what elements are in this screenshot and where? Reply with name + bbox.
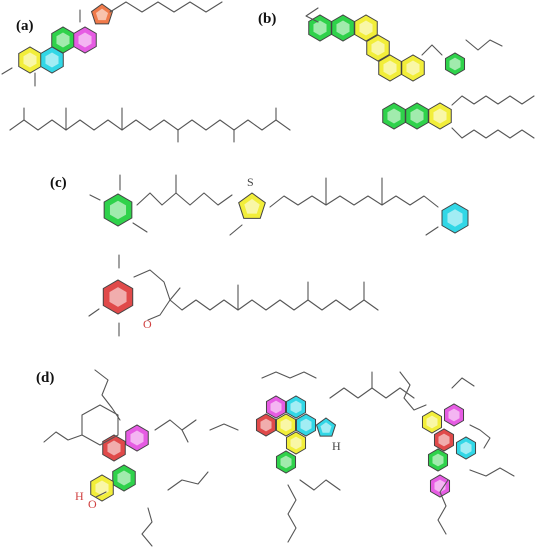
bond-c-toco-m2 [88,308,100,317]
chain-d1-bottom2 [141,507,153,547]
ring-b-5 [378,54,402,82]
skeletal-bonds [1,1,535,547]
ring-b-2 [331,14,355,42]
chain-d3-top [399,371,427,411]
chain-d3-iso [451,377,475,389]
hydroxyl-o-label: O [88,497,97,511]
bond-a-methyl2 [1,67,13,75]
bond-c-toco-me [169,287,181,301]
chain-d3-right [469,467,515,477]
ring-d2-7 [275,450,297,474]
ring-d1-1 [125,424,149,452]
chain-a-isoprenoid [9,119,291,131]
ring-c-chromanol [102,279,134,315]
ring-a-1 [18,46,42,74]
chain-d2-top [261,371,317,379]
panel-label-c: (c) [50,175,67,191]
ring-b-4 [366,34,390,62]
ring-d2-3 [275,413,297,437]
ring-c-benzene [103,193,133,227]
ring-d1-3 [112,464,136,492]
chain-d2-right [329,387,415,399]
ring-d3-3 [433,428,455,452]
sulfur-atom-label: S [247,175,254,189]
chain-d2-low [287,484,297,543]
chain-d3-bottom [437,479,449,535]
ring-d2-1 [265,395,287,419]
bond-c-thio-me [229,224,243,236]
aromatic-rings [18,3,477,502]
chain-a-side [109,1,223,13]
bond-d1-iso-br [181,429,189,443]
ring-a-4 [73,26,97,54]
ring-d2-4 [295,413,317,437]
chain-d1-bottom1 [167,471,209,491]
chain-d2-low2 [299,479,341,491]
chain-d1-left [43,431,83,443]
oxygen-atom-label: O [143,317,152,331]
ring-a-2 [40,46,64,74]
ring-d3-4 [455,436,477,460]
chain-b-tail1 [451,95,535,106]
ring-d2-6 [285,431,307,455]
ring-b-3 [354,14,378,42]
ring-d1-2 [102,434,126,462]
bond-c-m2 [89,194,101,201]
ring-c-thiophene [238,192,266,219]
ring-d2-pyrrole [315,417,337,437]
hydroxyl-h-label: H [75,489,84,503]
chain-d1-top [94,369,121,421]
ring-b-9 [405,102,429,130]
ring-d2-5 [255,413,277,437]
panel-label-b: (b) [258,11,276,27]
ring-d2-2 [285,395,307,419]
ring-c-chroman [133,269,171,321]
ring-a-5 [90,3,114,25]
ring-b-8 [382,102,406,130]
ring-d3-6 [429,474,451,498]
chain-d3-thio [469,424,491,449]
chain-c-left [136,192,233,206]
chain-d2-left [209,423,239,431]
chain-b-left [305,7,319,23]
panel-label-d: (d) [36,370,54,386]
bond-c-m3 [132,222,148,233]
ring-d1-4 [90,474,114,502]
panel-label-a: (a) [16,18,34,34]
ring-d3-1 [443,403,465,427]
bond-d1-oh [95,491,107,498]
chain-b-tail2 [451,127,535,139]
nh-h-label: H [332,439,341,453]
ring-c-benzene-2 [441,202,469,234]
ring-d3-2 [421,410,443,434]
ring-b-6 [401,54,425,82]
chain-c-toco [169,299,379,311]
chain-d1-iso [154,419,197,431]
ring-b-7 [444,52,466,76]
chain-b-right [465,39,503,51]
ring-d3-5 [427,448,449,472]
chain-b-mid [421,44,443,56]
ring-b-10 [428,102,452,130]
bond-c-benz-me [425,226,439,236]
chain-c-right [269,195,439,208]
